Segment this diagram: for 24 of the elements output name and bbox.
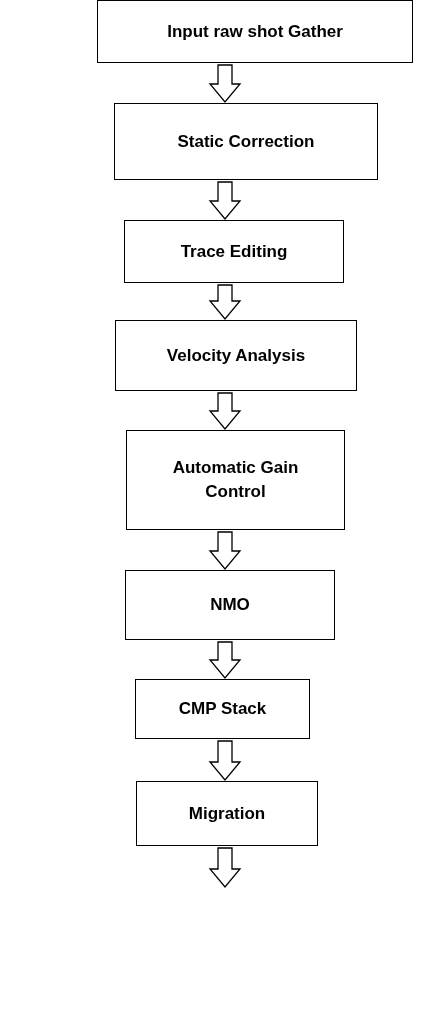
process-box <box>125 570 335 640</box>
step-label: Static Correction <box>177 130 315 153</box>
step-label: CMP Stack <box>178 698 267 721</box>
block-arrow <box>208 284 242 320</box>
process-box <box>114 103 378 180</box>
process-box <box>124 220 344 283</box>
block-arrow <box>208 181 242 220</box>
step-label: Automatic Gain Control <box>171 457 300 503</box>
step-label: Velocity Analysis <box>166 344 306 367</box>
process-box <box>136 781 318 846</box>
process-box <box>115 320 357 391</box>
process-box <box>126 430 345 530</box>
block-arrow <box>208 641 242 679</box>
process-box <box>135 679 310 739</box>
step-label: NMO <box>210 594 250 617</box>
process-box <box>97 0 413 63</box>
block-arrow <box>208 531 242 570</box>
step-label: Trace Editing <box>180 240 288 263</box>
step-label: Migration <box>188 802 266 825</box>
block-arrow <box>208 740 242 781</box>
step-label: Input raw shot Gather <box>167 20 343 43</box>
block-arrow <box>208 392 242 430</box>
block-arrow <box>208 847 242 888</box>
block-arrow <box>208 64 242 103</box>
